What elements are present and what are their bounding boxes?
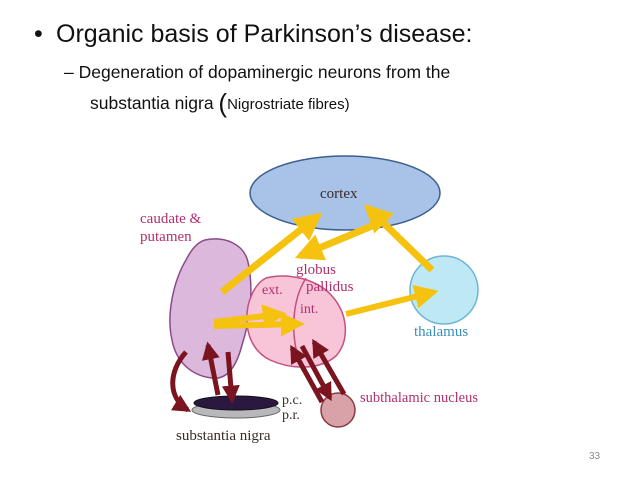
- label-pc: p.c.: [282, 393, 302, 408]
- label-globus: globus: [296, 262, 336, 278]
- label-substantia-nigra: substantia nigra: [176, 428, 271, 444]
- sub-line2-paren: (: [218, 88, 228, 118]
- label-cortex: cortex: [320, 186, 358, 202]
- arrow-striatum-to-ext: [213, 304, 287, 329]
- arrow-striatum-to-pr: [221, 351, 240, 404]
- arrow-nigra-to-striatum: [201, 341, 221, 396]
- arrow-cortex-to-stn: [294, 222, 374, 261]
- arrow-pallidus-to-cortex: [219, 212, 323, 295]
- sub-line2-post: Nigrostriate fibres): [227, 96, 350, 113]
- label-thalamus: thalamus: [414, 324, 468, 340]
- substantia-nigra-pc-shape: [193, 395, 279, 411]
- label-putamen: putamen: [140, 229, 192, 245]
- subthalamic-nucleus-shape: [320, 392, 356, 428]
- thalamus-shape: [409, 255, 479, 325]
- label-subthalamic: subthalamic nucleus: [360, 390, 478, 406]
- label-pr: p.r.: [282, 408, 300, 423]
- sub-bullet-line2: substantia nigra (Nigrostriate fibres): [90, 88, 350, 119]
- arrow-striatum-to-int: [213, 312, 305, 337]
- page-number: 33: [589, 451, 601, 462]
- title-text: Organic basis of Parkinson’s disease:: [56, 20, 473, 48]
- arrow-pallidus-to-thalamus: [345, 285, 439, 317]
- bullet-symbol: •: [34, 20, 43, 48]
- arrow-striatum-to-nigra: [170, 350, 192, 413]
- arrow-stn-to-pallidus-int: [311, 338, 347, 396]
- label-caudate: caudate &: [140, 211, 202, 227]
- arrow-thalamus-to-cortex: [363, 204, 435, 273]
- caudate-putamen-shape: [169, 238, 252, 379]
- arrow-stn-to-pallidus: [289, 344, 325, 404]
- label-ext: ext.: [262, 283, 283, 298]
- sub-line2-pre: substantia nigra: [90, 93, 219, 113]
- label-int: int.: [300, 302, 318, 317]
- sub-bullet-line1: – Degeneration of dopaminergic neurons f…: [64, 62, 451, 82]
- slide-title: • Organic basis of Parkinson’s disease:: [34, 20, 472, 49]
- label-pallidus: pallidus: [306, 279, 354, 295]
